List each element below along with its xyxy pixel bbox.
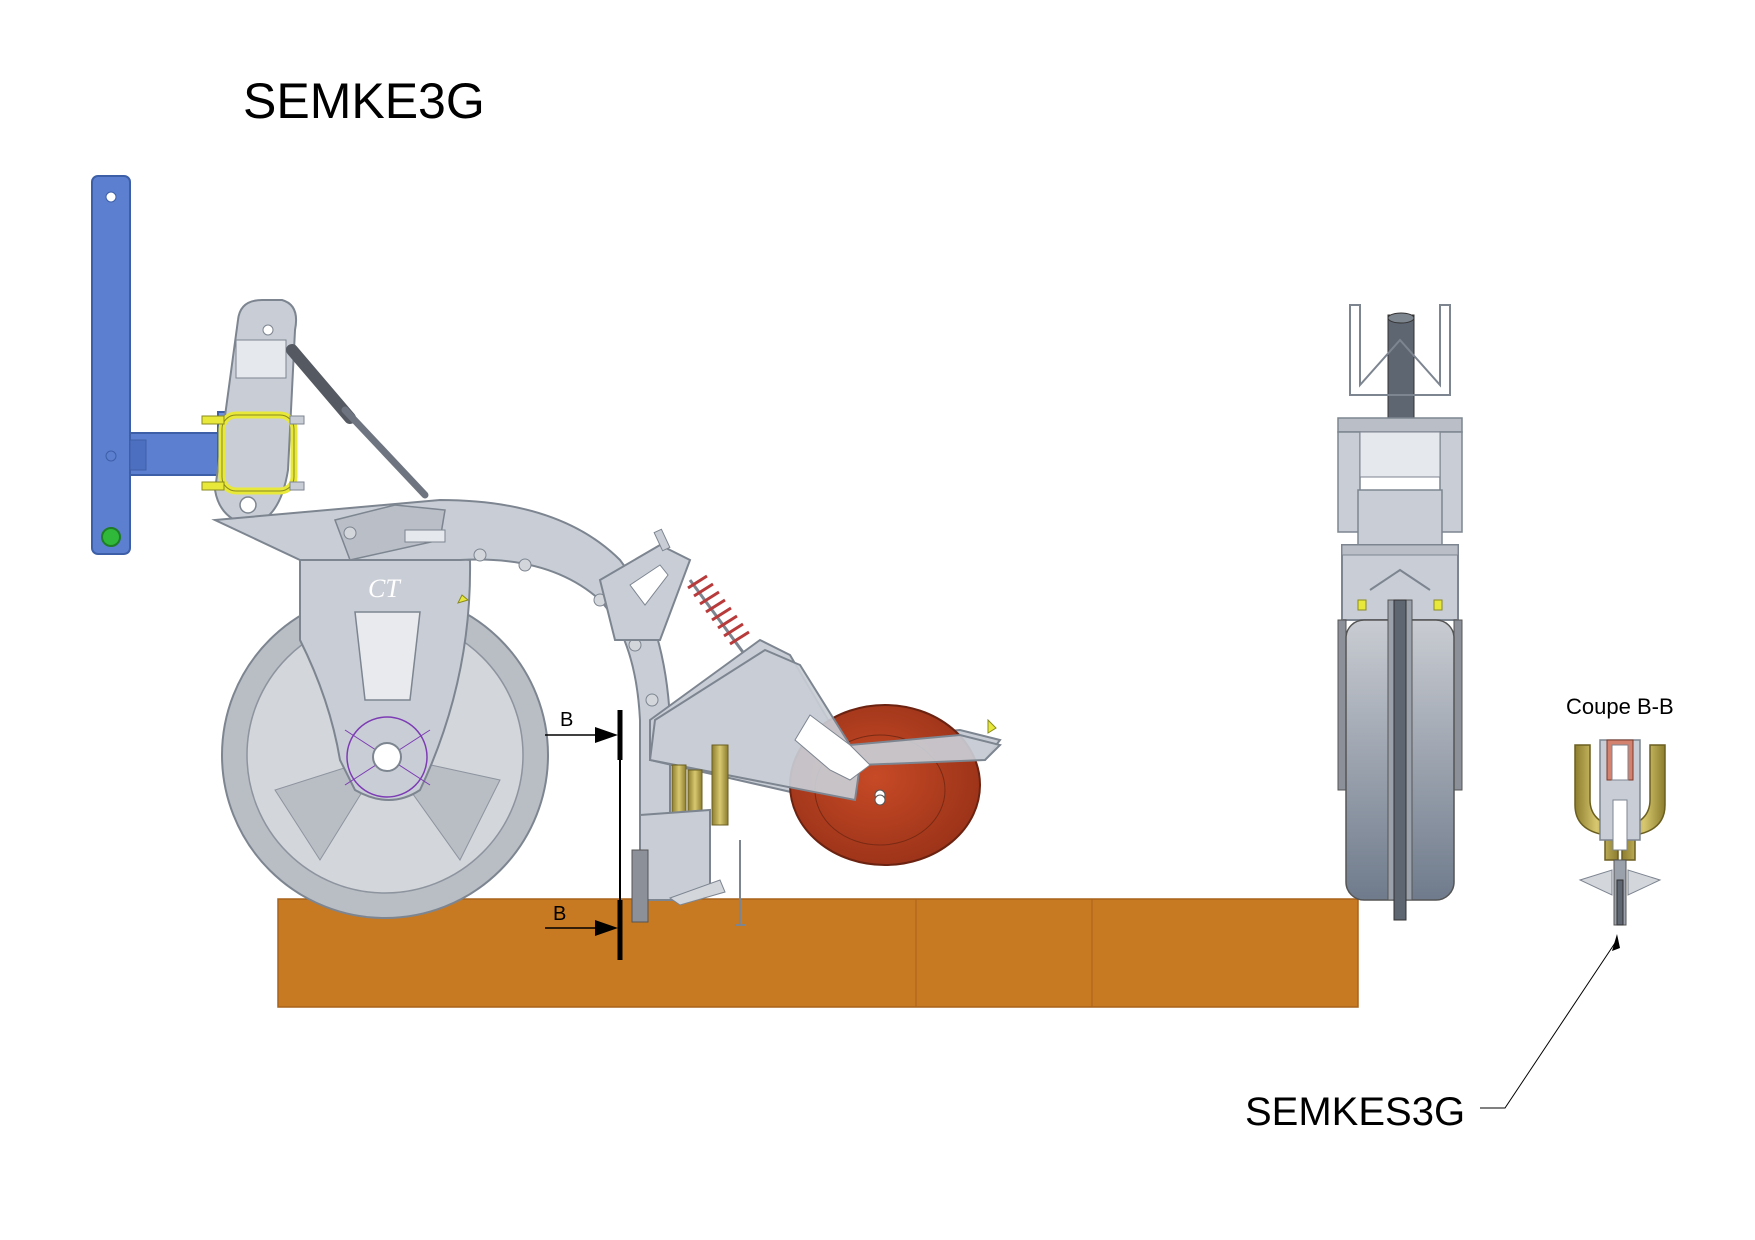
linkage-plate <box>598 528 692 641</box>
section-marker-b: B B <box>545 709 623 960</box>
soil-block <box>277 898 1359 1008</box>
seed-shoe <box>631 808 745 926</box>
toolbar-hitch <box>91 175 237 555</box>
drawing-title: SEMKE3G <box>243 73 485 129</box>
section-view-title: Coupe B-B <box>1566 694 1674 719</box>
green-bolt-icon <box>101 527 121 547</box>
ct-logo: CT <box>368 574 401 603</box>
part-callout-leader <box>1480 934 1620 1109</box>
bearing-purple-icon <box>346 716 428 798</box>
clamp-yellow-icon <box>201 411 305 495</box>
press-wheel-arm-top <box>648 648 1002 806</box>
gas-strut <box>286 344 429 499</box>
section-view <box>1574 739 1666 926</box>
section-label-bottom: B <box>553 903 566 925</box>
coil-spring-icon <box>687 574 750 656</box>
part-callout-label: SEMKES3G <box>1245 1090 1465 1134</box>
main-frame: CT <box>299 538 472 801</box>
front-view <box>1337 304 1463 921</box>
section-label-top: B <box>560 709 573 731</box>
